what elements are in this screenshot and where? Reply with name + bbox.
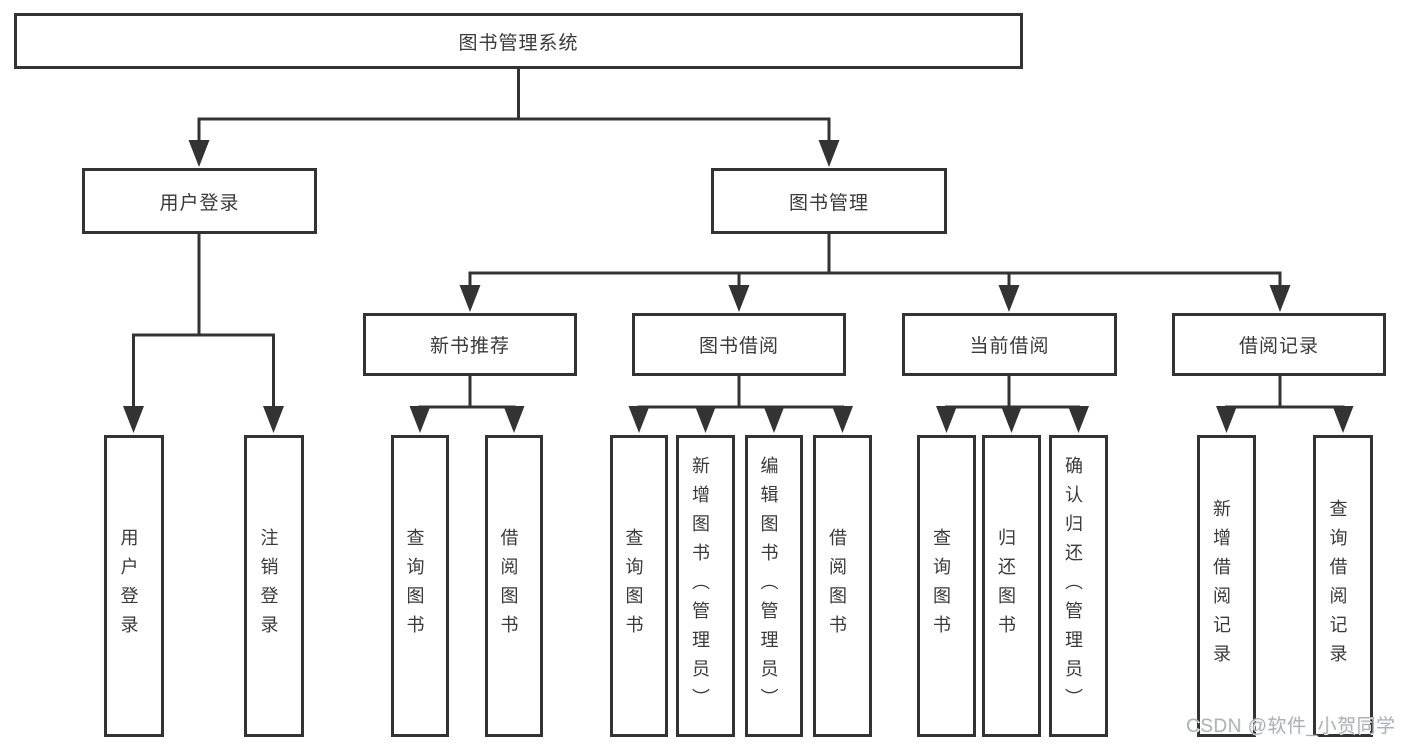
- connector-records-to-leaves: [1225, 375, 1345, 409]
- node-user-login: 用户登录: [82, 168, 317, 234]
- leaf-borrow-books: 借阅图书: [813, 435, 872, 737]
- connector-borrow-to-leaves: [637, 375, 844, 409]
- leaf-query-books-borrowing: 查询图书: [610, 435, 668, 737]
- leaf-edit-book-admin: 编辑图书（管理员）: [745, 435, 803, 737]
- csdn-watermark: CSDN @软件_小贺同学: [1186, 716, 1396, 737]
- leaf-query-books-current: 查询图书: [917, 435, 976, 737]
- leaf-query-borrow-record: 查询借阅记录: [1313, 435, 1373, 737]
- node-new-book-recommend: 新书推荐: [363, 313, 577, 376]
- node-current-borrowing: 当前借阅: [902, 313, 1117, 376]
- node-book-borrowing: 图书借阅: [632, 313, 846, 376]
- leaf-logout: 注销登录: [244, 435, 304, 737]
- connector-mgmt-to-level3: [468, 233, 1282, 286]
- node-borrow-records: 借阅记录: [1172, 313, 1386, 376]
- leaf-confirm-return-admin: 确认归还（管理员）: [1049, 435, 1108, 737]
- leaf-add-book-admin: 新增图书（管理员）: [676, 435, 735, 737]
- arrowheads: [123, 140, 1354, 433]
- connector-root-to-level2: [197, 68, 831, 141]
- connector-login-to-leaves: [132, 233, 275, 407]
- leaf-return-book: 归还图书: [982, 435, 1041, 737]
- connector-newbook-to-leaves: [418, 375, 516, 409]
- leaf-query-books-recommend: 查询图书: [391, 435, 449, 737]
- leaf-user-login: 用户登录: [104, 435, 164, 737]
- connector-current-to-leaves: [945, 375, 1080, 409]
- leaf-borrow-books-recommend: 借阅图书: [485, 435, 543, 737]
- leaf-add-borrow-record: 新增借阅记录: [1197, 435, 1256, 737]
- node-book-management: 图书管理: [711, 168, 947, 234]
- node-library-system: 图书管理系统: [14, 13, 1023, 69]
